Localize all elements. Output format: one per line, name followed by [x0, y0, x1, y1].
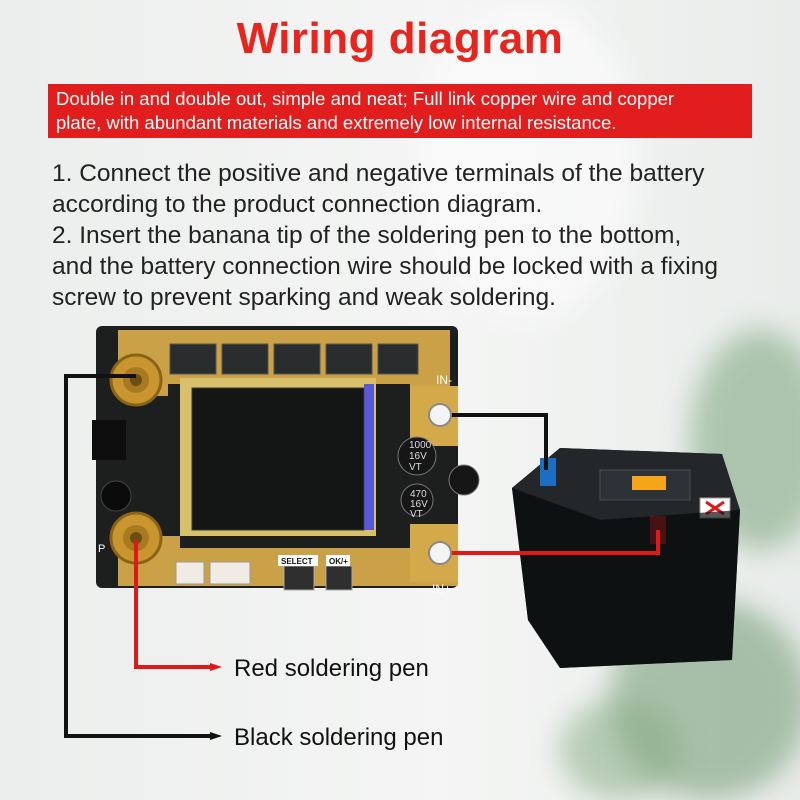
instruction-line: and the battery connection wire should b… [52, 253, 718, 280]
in-plus-terminal-hole [428, 541, 452, 565]
select-button [283, 565, 315, 591]
ok-button [325, 565, 353, 591]
page-title: Wiring diagram [236, 14, 564, 63]
banner-line: plate, with abundant materials and extre… [56, 112, 617, 133]
red-pen-wire [134, 540, 210, 669]
wiring-diagram: 1000 16V VT 470 16V VT SELECT OK/+ IN- I… [64, 326, 740, 740]
car-battery [512, 448, 740, 668]
in-plus-label: IN+ [432, 582, 451, 596]
instructions: 1. Connect the positive and negative ter… [52, 158, 772, 313]
capacitor [397, 436, 480, 517]
battery-positive-wire [452, 530, 660, 555]
black-pen-tip [210, 732, 222, 740]
in-minus-label: IN- [436, 373, 452, 387]
svg-text:P: P [98, 543, 105, 555]
ok-label: OK/+ [329, 557, 348, 566]
banana-terminal-black [109, 353, 163, 407]
banner-line: Double in and double out, simple and nea… [56, 88, 675, 109]
connector [175, 561, 251, 585]
instruction-line: 1. Connect the positive and negative ter… [52, 160, 705, 187]
in-minus-terminal-hole [428, 403, 452, 427]
svg-text:1000 16V VT: 1000 16V VT 470 16V VT [409, 440, 434, 520]
red-pen-label: Red soldering pen [234, 655, 429, 682]
red-pen-tip [210, 663, 222, 671]
instruction-line: according to the product connection diag… [52, 191, 543, 218]
instruction-line: 2. Insert the banana tip of the solderin… [52, 222, 682, 249]
black-pen-wire [64, 374, 210, 738]
control-board: 1000 16V VT 470 16V VT SELECT OK/+ IN- I… [92, 326, 480, 596]
feature-banner: Double in and double out, simple and nea… [48, 84, 752, 138]
buzzer [100, 480, 132, 512]
wires [64, 374, 660, 738]
select-label: SELECT [281, 557, 313, 566]
lcd-screen [191, 387, 365, 531]
background-leaf [560, 700, 680, 800]
battery-negative-wire [452, 413, 548, 470]
instruction-line: screw to prevent sparking and weak solde… [52, 284, 556, 311]
black-pen-label: Black soldering pen [234, 724, 444, 751]
background-window [420, 0, 640, 320]
